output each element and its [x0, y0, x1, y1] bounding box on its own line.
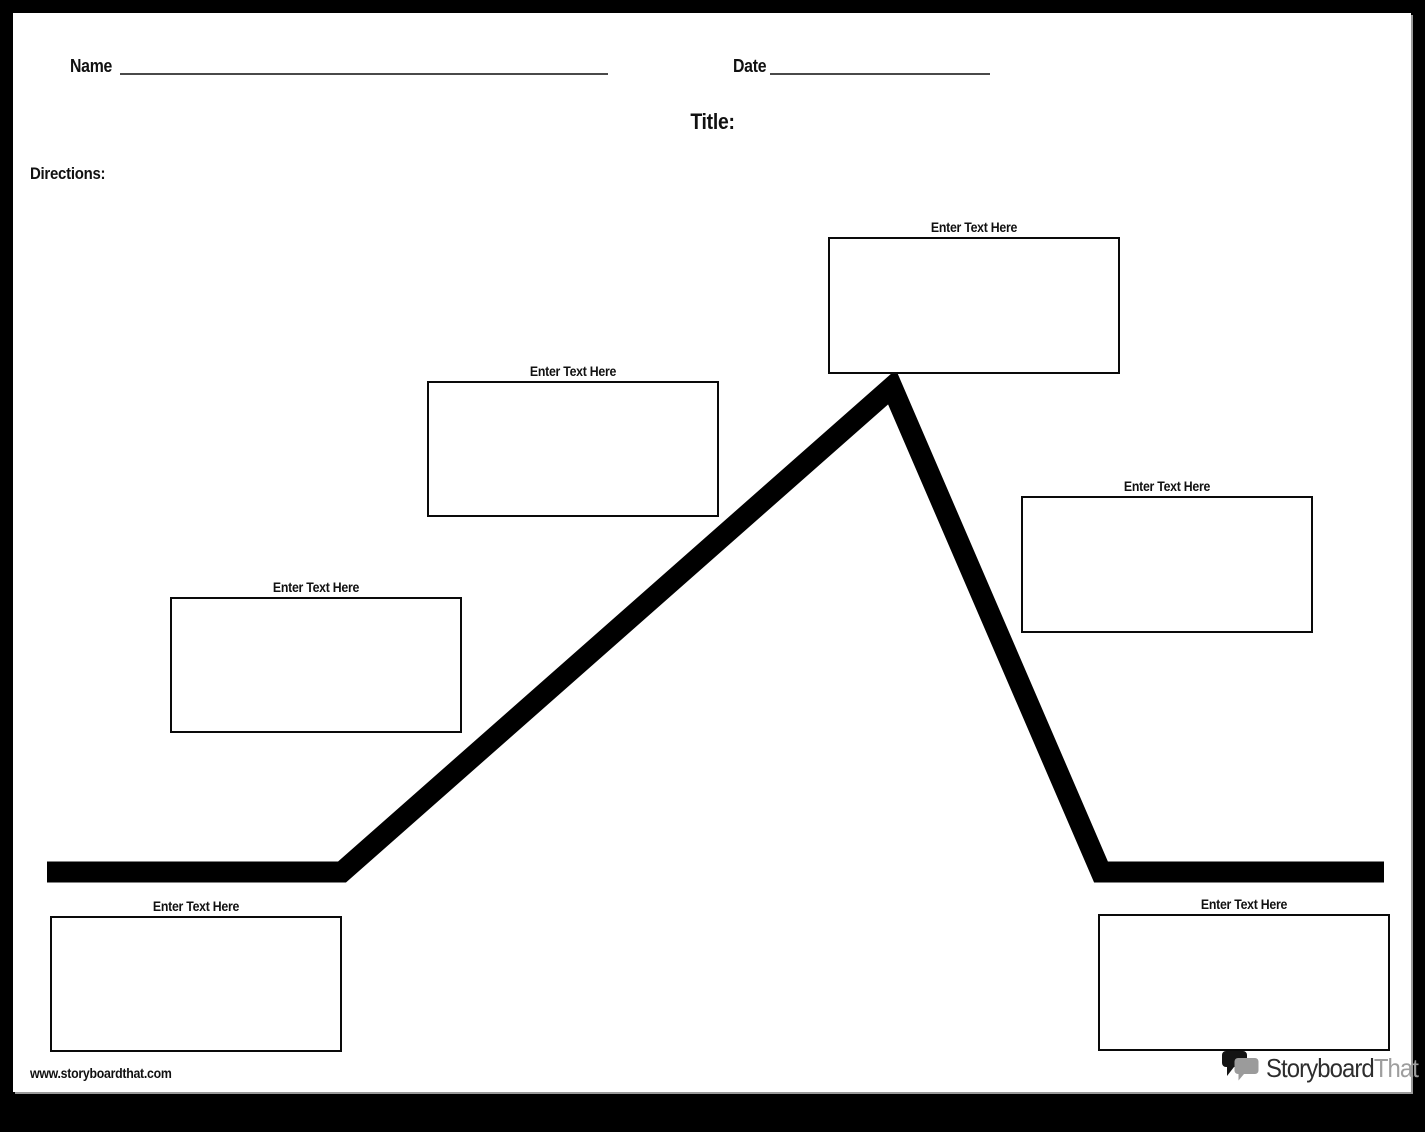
plot-box-rising-action-2-label[interactable]: Enter Text Here: [529, 363, 617, 379]
plot-box-falling-action: Enter Text Here: [1021, 479, 1313, 633]
plot-box-climax-field[interactable]: [828, 237, 1120, 374]
plot-box-falling-action-field[interactable]: [1021, 496, 1313, 633]
plot-box-rising-action-1-label[interactable]: Enter Text Here: [272, 579, 360, 595]
plot-box-rising-action-1-field[interactable]: [170, 597, 462, 733]
plot-box-resolution: Enter Text Here: [1098, 897, 1390, 1051]
date-label: Date: [733, 56, 767, 76]
logo-text-primary: Storyboard: [1266, 1052, 1375, 1083]
plot-box-falling-action-label[interactable]: Enter Text Here: [1123, 478, 1211, 494]
logo-text-secondary: That: [1373, 1052, 1419, 1083]
logo-wordmark: StoryboardThat: [1266, 1052, 1419, 1084]
speech-bubbles-icon: [1222, 1051, 1259, 1081]
plot-box-resolution-field[interactable]: [1098, 914, 1390, 1051]
plot-box-rising-action-2-field[interactable]: [427, 381, 719, 517]
plot-box-rising-action-2: Enter Text Here: [427, 364, 719, 517]
plot-box-exposition-field[interactable]: [50, 916, 342, 1052]
storyboardthat-logo: StoryboardThat: [1222, 1050, 1425, 1086]
date-input-line[interactable]: [770, 57, 990, 75]
name-label: Name: [70, 56, 113, 76]
directions-label: Directions:: [30, 164, 106, 183]
plot-box-exposition: Enter Text Here: [50, 899, 342, 1052]
plot-box-climax-label[interactable]: Enter Text Here: [930, 219, 1018, 235]
plot-box-climax: Enter Text Here: [828, 220, 1120, 374]
plot-box-rising-action-1: Enter Text Here: [170, 580, 462, 733]
website-url: www.storyboardthat.com: [30, 1065, 172, 1081]
plot-box-exposition-label[interactable]: Enter Text Here: [152, 898, 240, 914]
title-label: Title:: [690, 109, 735, 134]
name-input-line[interactable]: [120, 57, 608, 75]
plot-box-resolution-label[interactable]: Enter Text Here: [1200, 896, 1288, 912]
